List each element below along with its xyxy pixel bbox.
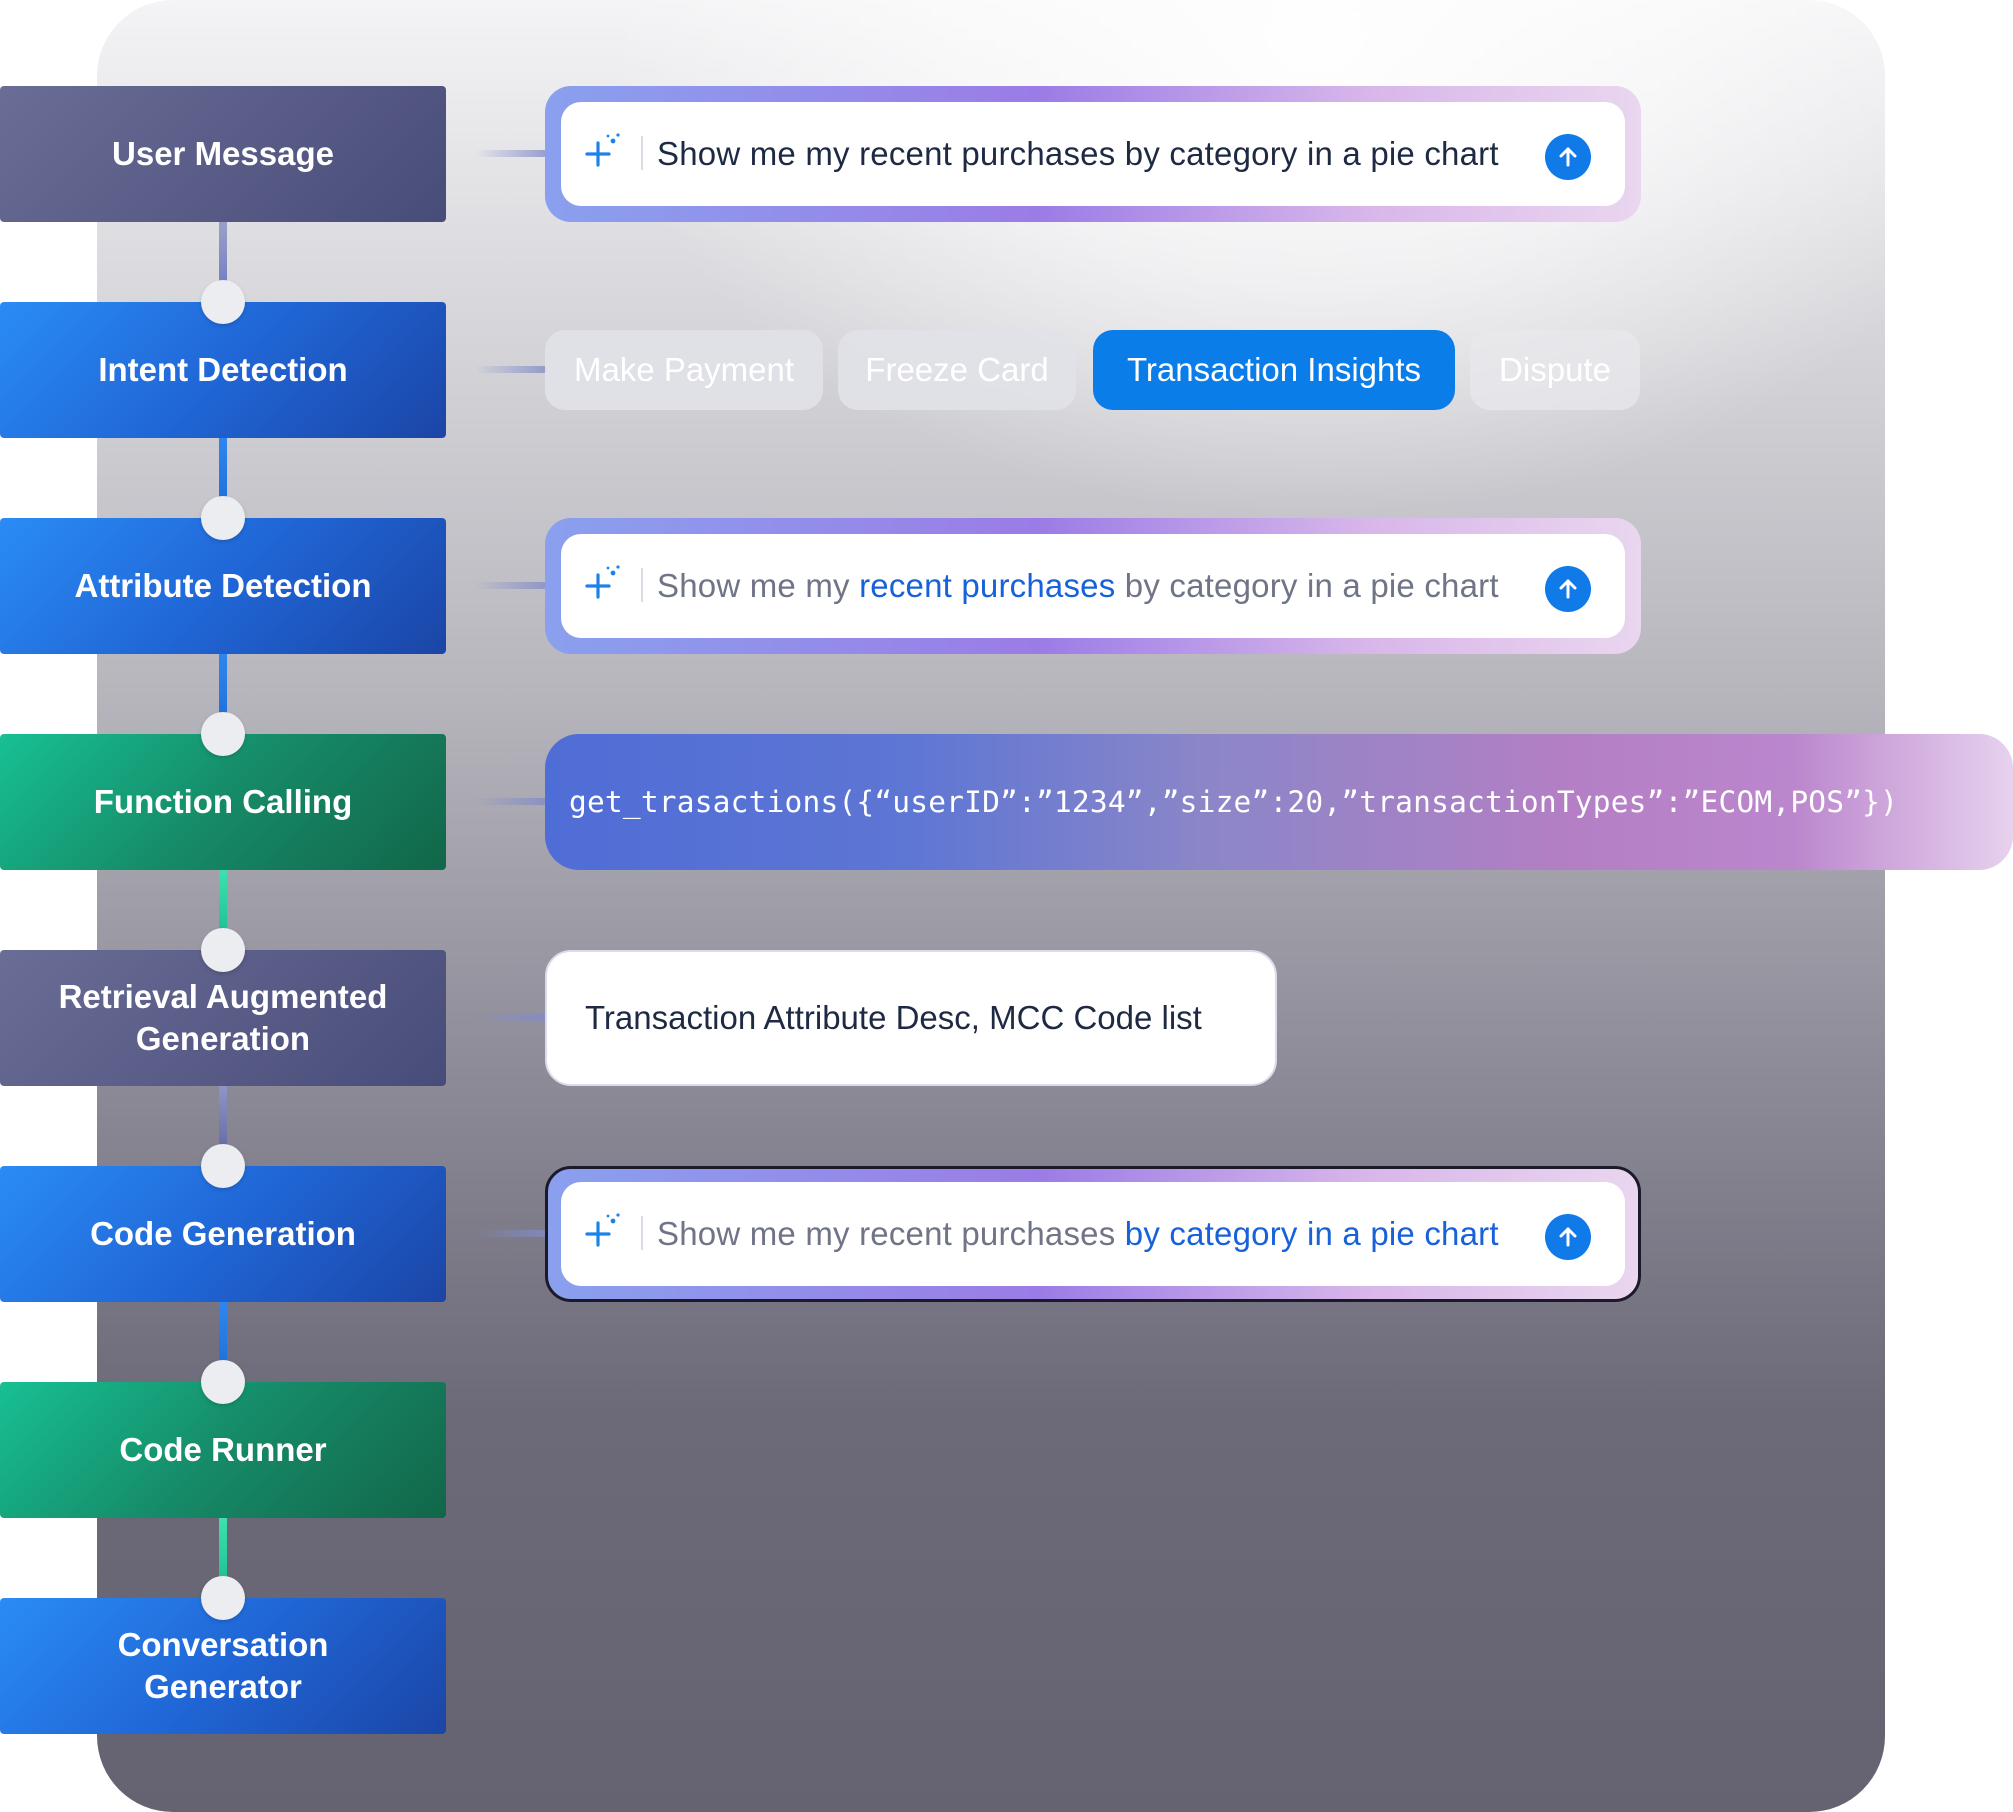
connector-4 [475, 798, 547, 805]
rag-context-box: Transaction Attribute Desc, MCC Code lis… [545, 950, 1277, 1086]
arrow-up-icon [1559, 579, 1577, 599]
connector-2 [475, 366, 547, 373]
function-call-text: get_trasactions({“userID”:”1234”,”size”:… [569, 785, 1899, 819]
rail-segment-6 [219, 1302, 227, 1382]
stage-label: Attribute Detection [74, 567, 372, 604]
prompt-field[interactable]: Show me my recent purchases by category … [561, 534, 1625, 638]
text-highlight: recent purchases [859, 567, 1116, 604]
arrow-up-icon [1559, 147, 1577, 167]
stage-label: User Message [112, 135, 334, 172]
stage-code-runner: Code Runner [0, 1382, 446, 1518]
text-muted: Show me my [657, 567, 860, 604]
stage-retrieval-augmented-generation: Retrieval Augmented Generation [0, 950, 446, 1086]
user-message-text: Show me my recent purchases by category … [657, 135, 1499, 172]
user-message-prompt: Show me my recent purchases by category … [545, 86, 1641, 222]
sparkle-plus-icon[interactable] [583, 1212, 623, 1252]
sparkle-plus-icon[interactable] [583, 132, 623, 172]
intent-chip-transaction-insights[interactable]: Transaction Insights [1093, 330, 1455, 410]
rail-segment-4 [219, 870, 227, 950]
stage-label: Intent Detection [98, 351, 348, 388]
prompt-field[interactable]: Show me my recent purchases by category … [561, 1182, 1625, 1286]
function-call-code: get_trasactions({“userID”:”1234”,”size”:… [545, 734, 2013, 870]
chip-label: Transaction Insights [1126, 351, 1422, 388]
rail-dot-1 [201, 280, 245, 324]
text-muted: Show me my recent purchases [657, 1215, 1125, 1252]
stage-label: Retrieval Augmented Generation [58, 978, 388, 1057]
intent-chip-make-payment[interactable]: Make Payment [545, 330, 823, 410]
attribute-detection-text: Show me my recent purchases by category … [657, 534, 1499, 638]
divider [641, 136, 643, 170]
connector-3 [475, 582, 547, 589]
rag-text: Transaction Attribute Desc, MCC Code lis… [585, 999, 1202, 1036]
stage-label: Function Calling [93, 783, 353, 820]
intent-chip-freeze-card[interactable]: Freeze Card [838, 330, 1076, 410]
chip-label: Make Payment [573, 351, 795, 388]
stage-intent-detection: Intent Detection [0, 302, 446, 438]
send-button[interactable] [1545, 566, 1591, 612]
stage-attribute-detection: Attribute Detection [0, 518, 446, 654]
stage-user-message: User Message [0, 86, 446, 222]
send-button[interactable] [1545, 1214, 1591, 1260]
code-generation-text: Show me my recent purchases by category … [657, 1182, 1499, 1286]
rail-dot-4 [201, 928, 245, 972]
rail-segment-3 [219, 654, 227, 734]
arrow-up-icon [1559, 1227, 1577, 1247]
divider [641, 1216, 643, 1250]
rail-segment-1 [219, 222, 227, 302]
stage-conversation-generator: Conversation Generator [0, 1598, 446, 1734]
sparkle-plus-icon[interactable] [583, 564, 623, 604]
stage-code-generation: Code Generation [0, 1166, 446, 1302]
rail-segment-5 [219, 1086, 227, 1166]
text-highlight: by category in a pie chart [1124, 1215, 1499, 1252]
connector-5 [475, 1014, 547, 1021]
rail-dot-7 [201, 1576, 245, 1620]
prompt-field[interactable]: Show me my recent purchases by category … [561, 102, 1625, 206]
rail-dot-6 [201, 1360, 245, 1404]
text-muted: by category in a pie chart [1115, 567, 1499, 604]
rail-dot-5 [201, 1144, 245, 1188]
code-generation-prompt: Show me my recent purchases by category … [545, 1166, 1641, 1302]
rail-segment-7 [219, 1518, 227, 1598]
stage-label: Code Generation [90, 1215, 356, 1252]
divider [641, 568, 643, 602]
chip-label: Freeze Card [865, 351, 1049, 388]
rail-dot-3 [201, 712, 245, 756]
send-button[interactable] [1545, 134, 1591, 180]
rail-segment-2 [219, 438, 227, 518]
stage-function-calling: Function Calling [0, 734, 446, 870]
connector-6 [475, 1230, 547, 1237]
rail-dot-2 [201, 496, 245, 540]
attribute-detection-prompt: Show me my recent purchases by category … [545, 518, 1641, 654]
chip-label: Dispute [1499, 351, 1611, 388]
connector-1 [475, 150, 547, 157]
background-panel [97, 0, 1885, 1812]
stage-label: Code Runner [119, 1431, 327, 1468]
stage-label: Conversation Generator [117, 1626, 329, 1705]
intent-chip-dispute[interactable]: Dispute [1470, 330, 1640, 410]
